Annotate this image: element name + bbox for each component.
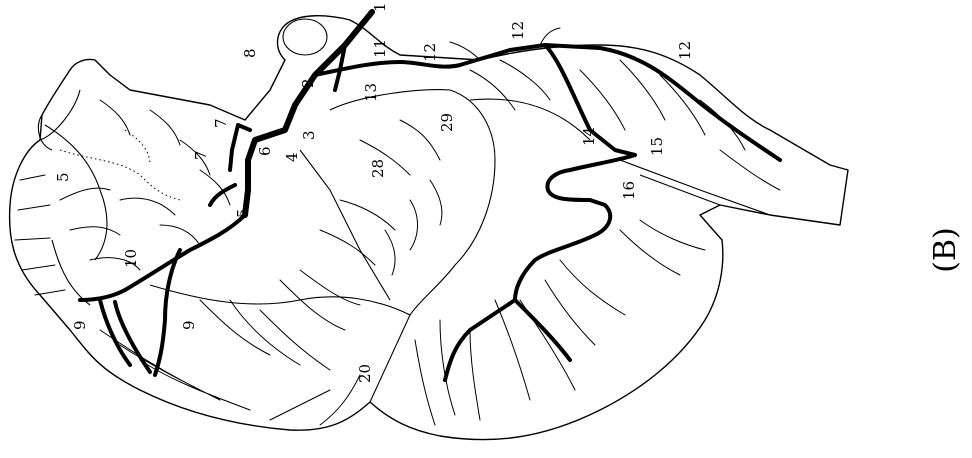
dotted-contour-2: [125, 130, 150, 165]
label-4: 4: [283, 152, 301, 162]
label-1: 1: [371, 2, 389, 12]
vessel-labels: 1 11 12 12 12 8 2 13 29 7 7 3 6 4 28 14 …: [54, 2, 694, 383]
label-7b: 7: [192, 150, 210, 160]
label-12c: 12: [676, 41, 694, 60]
label-11: 11: [371, 39, 389, 58]
label-28: 28: [369, 159, 387, 178]
label-9b: 9: [180, 320, 198, 330]
label-12a: 12: [421, 43, 439, 62]
label-13: 13: [362, 83, 380, 102]
label-20: 20: [356, 364, 374, 383]
label-29: 29: [438, 113, 456, 132]
label-14: 14: [580, 127, 598, 146]
label-2: 2: [299, 78, 317, 88]
label-16: 16: [620, 181, 638, 200]
label-15: 15: [648, 137, 666, 156]
organ-outline: [10, 16, 848, 440]
label-12b: 12: [509, 21, 527, 40]
label-6: 6: [256, 146, 274, 156]
label-5b: 5: [234, 208, 252, 218]
label-10: 10: [122, 249, 140, 268]
label-8: 8: [241, 48, 259, 58]
label-9a: 9: [71, 320, 89, 330]
label-7a: 7: [212, 118, 230, 128]
panel-label: (B): [928, 227, 963, 272]
label-5a: 5: [54, 172, 72, 182]
label-3: 3: [300, 130, 318, 140]
